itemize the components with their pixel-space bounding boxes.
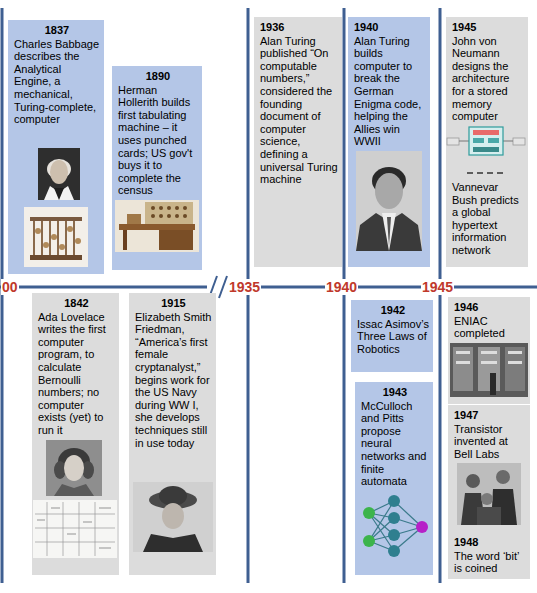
year-heading: 1936 xyxy=(260,21,338,34)
axis-year: 1945 xyxy=(421,279,454,295)
event-text: Alan Turing published “On computable num… xyxy=(260,35,338,186)
axis-line xyxy=(0,286,537,289)
event-box: 1942Issac Asimov’s Three Laws of Robotic… xyxy=(351,300,433,372)
event-text: Issac Asimov’s Three Laws of Robotics xyxy=(357,318,429,356)
era-line xyxy=(439,8,442,583)
event-text: McCulloch and Pitts propose neural netwo… xyxy=(361,400,429,488)
axis-break-mark xyxy=(219,276,227,298)
babbage-portrait xyxy=(38,148,80,200)
event-text: The word ‘bit’ is coined xyxy=(454,550,526,575)
analytical-engine-picture xyxy=(24,207,88,267)
era-line xyxy=(247,8,250,583)
year-heading: 1915 xyxy=(135,297,212,310)
event-text: Ada Lovelace writes the first computer p… xyxy=(38,311,115,437)
turing-portrait xyxy=(356,151,422,251)
year-heading: 1943 xyxy=(361,386,429,399)
year-heading: 1837 xyxy=(14,24,100,37)
year-heading: 1940 xyxy=(354,21,426,34)
axis-year: 1935 xyxy=(228,279,261,295)
tabulating-machine-picture xyxy=(115,200,199,252)
neural-network-icon xyxy=(360,491,430,561)
axis-year: 00 xyxy=(1,279,19,295)
event-text: Elizabeth Smith Friedman, “America’s fir… xyxy=(135,311,212,450)
event-box: 1948The word ‘bit’ is coined xyxy=(448,532,530,579)
eniac-picture xyxy=(450,343,528,397)
event-text: John von Neumann designs the architectur… xyxy=(452,35,524,123)
year-heading: 1942 xyxy=(357,304,429,317)
event-text: Vannevar Bush predicts a global hypertex… xyxy=(452,181,524,257)
bell-labs-photo xyxy=(457,463,521,525)
era-line xyxy=(343,8,346,583)
event-text: ENIAC completed xyxy=(454,315,526,340)
year-heading: 1842 xyxy=(38,297,115,310)
separator-dashes xyxy=(466,170,506,176)
era-line xyxy=(1,8,4,583)
event-text: Herman Hollerith builds first tabulating… xyxy=(118,84,198,197)
von-neumann-architecture-picture xyxy=(446,126,526,156)
year-heading: 1890 xyxy=(118,70,198,83)
lovelace-notes-table xyxy=(33,500,117,558)
event-text: Transistor invented at Bell Labs xyxy=(454,423,526,461)
year-heading: 1945 xyxy=(452,21,524,34)
year-heading: 1946 xyxy=(454,301,526,314)
event-box: 1936Alan Turing published “On computable… xyxy=(254,17,342,267)
year-heading: 1948 xyxy=(454,536,526,549)
year-heading: 1947 xyxy=(454,409,526,422)
event-text: Alan Turing builds computer to break the… xyxy=(354,35,426,148)
lovelace-portrait xyxy=(46,440,102,496)
axis-year: 1940 xyxy=(325,279,358,295)
friedman-portrait xyxy=(133,482,213,552)
event-text: Charles Babbage describes the Analytical… xyxy=(14,38,100,126)
